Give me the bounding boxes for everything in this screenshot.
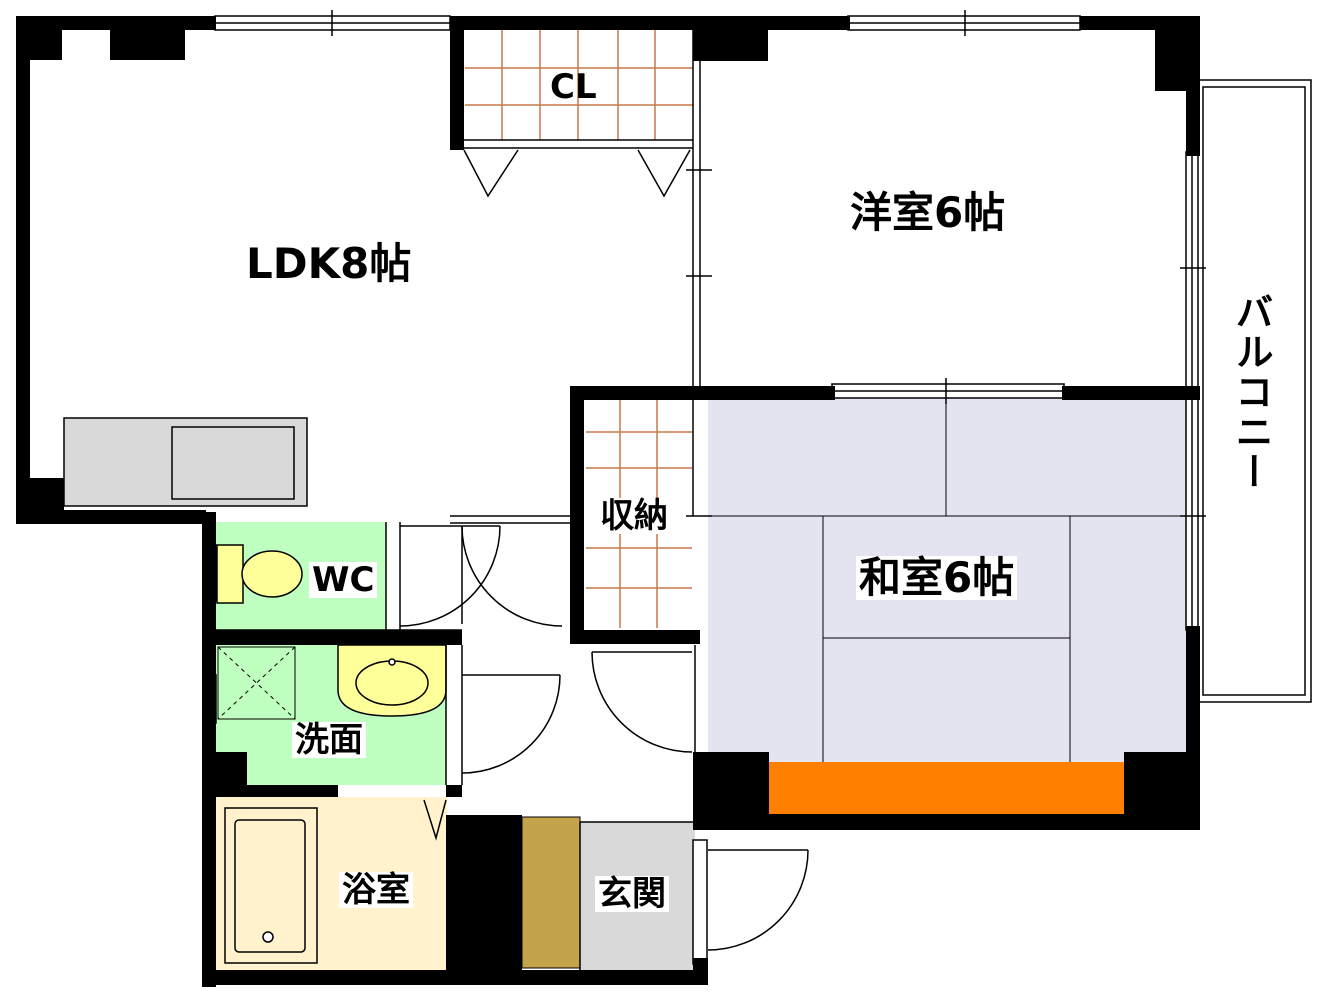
room-label-wc: WC (309, 562, 378, 598)
kitchen-sink (171, 426, 295, 500)
swing-doors (399, 525, 809, 951)
washing-machine-space (217, 646, 296, 720)
room-label-balcony: バルコニー (1229, 292, 1273, 492)
room-label-shuunou: 収納 (597, 498, 671, 534)
window-ticks (331, 10, 1206, 517)
wash-basin (337, 644, 447, 717)
closet-grid (465, 30, 693, 140)
bathtub (224, 807, 318, 964)
room-label-ldk: LDK8帖 (246, 239, 412, 288)
closet-folding-doors (463, 149, 691, 198)
kitchen-counter (63, 417, 308, 507)
room-label-senmen: 洗面 (292, 722, 366, 758)
windows (203, 15, 1199, 965)
toilet-fixture (216, 544, 303, 604)
room-label-washitsu: 和室6帖 (856, 556, 1018, 600)
room-label-youshitsu: 洋室6帖 (850, 188, 1006, 237)
room-label-yokushitsu: 浴室 (339, 872, 413, 908)
tatami-lines (708, 398, 1205, 762)
shoe-box (521, 816, 581, 969)
room-label-genkan: 玄関 (595, 876, 669, 912)
room-label-closet: CL (550, 67, 597, 107)
walls (16, 16, 1200, 987)
tokonoma (768, 762, 1125, 814)
